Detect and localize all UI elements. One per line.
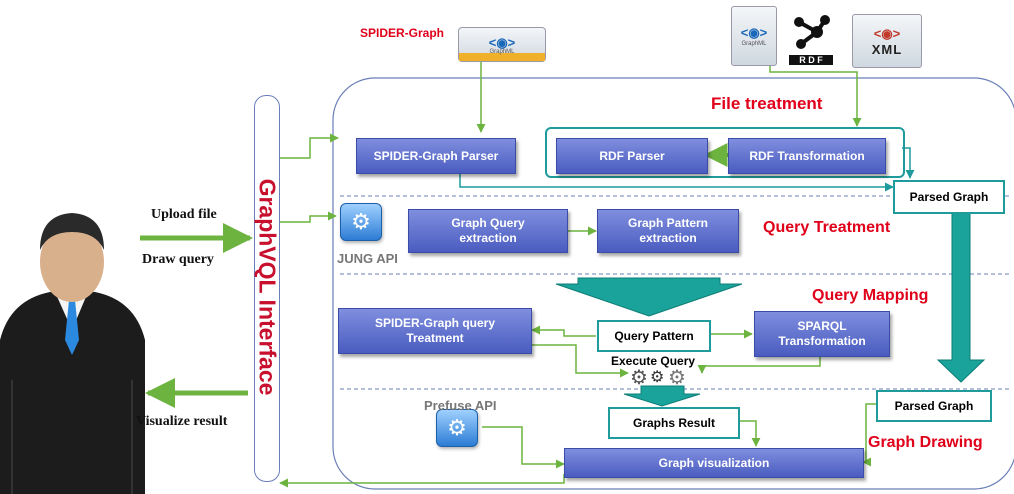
gears-icon: ⚙ ⚙ ⚙ (630, 367, 686, 389)
jung-api-label: JUNG API (337, 251, 398, 266)
graphml-file-icon: <◉> GraphML (458, 27, 546, 62)
gear-icon: ⚙ (340, 203, 382, 241)
upload-file-label: Upload file (151, 207, 217, 222)
globe-icon: <◉> (740, 25, 768, 40)
file-treatment-label: File treatment (711, 94, 823, 113)
query-pattern-box[interactable]: Query Pattern (597, 320, 711, 352)
graphml-file-icon: <◉> GraphML (731, 6, 777, 66)
box-line: Graph Pattern (627, 216, 708, 230)
flow-arrow (459, 172, 894, 192)
box-line: Transformation (778, 334, 866, 348)
rdf-parser-box[interactable]: RDF Parser (556, 138, 708, 174)
user-avatar-icon (0, 213, 145, 494)
visualize-result-label: Visualize result (136, 414, 228, 429)
flow-arrow (279, 474, 565, 488)
box-line: extraction (639, 231, 697, 245)
graphml-caption: GraphML (489, 48, 515, 55)
flow-arrow (280, 211, 337, 223)
system-container (332, 77, 1014, 490)
graphs-result-box[interactable]: Graphs Result (608, 407, 740, 439)
query-mapping-label: Query Mapping (812, 287, 929, 304)
flow-arrow (862, 403, 876, 467)
globe-icon: <◉> (873, 25, 901, 41)
box-line: SPIDER-Graph query (374, 316, 496, 330)
box-line: extraction (459, 231, 517, 245)
rdf-transformation-box[interactable]: RDF Transformation (728, 138, 886, 174)
graph-drawing-label: Graph Drawing (868, 434, 983, 451)
flow-arrow (738, 420, 761, 447)
flow-arrow (697, 356, 821, 374)
graph-query-extraction-box[interactable]: Graph Query extraction (408, 209, 568, 253)
spider-graph-parser-box[interactable]: SPIDER-Graph Parser (356, 138, 516, 174)
flow-arrow (530, 344, 629, 378)
spider-graph-label: SPIDER-Graph (360, 26, 445, 40)
draw-query-label: Draw query (142, 252, 214, 267)
globe-icon: <◉> (488, 34, 516, 50)
flow-arrow (482, 426, 565, 469)
rdf-text: R D F (789, 55, 833, 65)
box-line: Graph Query (451, 216, 525, 230)
query-treatment-label: Query Treatment (763, 219, 891, 236)
big-down-arrow (555, 277, 743, 317)
xml-file-icon: <◉> XML (852, 14, 922, 68)
rdf-logo-icon: R D F (789, 14, 833, 65)
xml-text: XML (871, 41, 903, 57)
sparql-transformation-box[interactable]: SPARQL Transformation (754, 311, 890, 357)
execute-query-label: Execute Query (611, 354, 696, 368)
flow-arrow (531, 325, 596, 337)
graphvql-interface-panel[interactable] (254, 95, 280, 482)
big-down-arrow (936, 211, 986, 383)
graphml-caption: GraphML (741, 41, 767, 47)
graph-pattern-extraction-box[interactable]: Graph Pattern extraction (597, 209, 739, 253)
flow-arrow (280, 133, 339, 159)
rdf-graph-symbol (794, 15, 830, 49)
prefuse-api-label: Prefuse API (424, 398, 497, 413)
parsed-graph-box[interactable]: Parsed Graph (876, 390, 992, 422)
spider-graph-query-treatment-box[interactable]: SPIDER-Graph query Treatment (338, 308, 532, 354)
box-line: Treatment (406, 331, 464, 345)
flow-arrow (769, 64, 862, 127)
box-line: SPARQL (797, 319, 847, 333)
gear-icon: ⚙ (436, 409, 478, 447)
parsed-graph-box[interactable]: Parsed Graph (893, 180, 1005, 214)
file-treatment-group (545, 127, 905, 178)
graph-visualization-box[interactable]: Graph visualization (564, 448, 864, 478)
interface-title-text: GraphVQL Interface (254, 178, 281, 396)
big-down-arrow (623, 385, 701, 407)
